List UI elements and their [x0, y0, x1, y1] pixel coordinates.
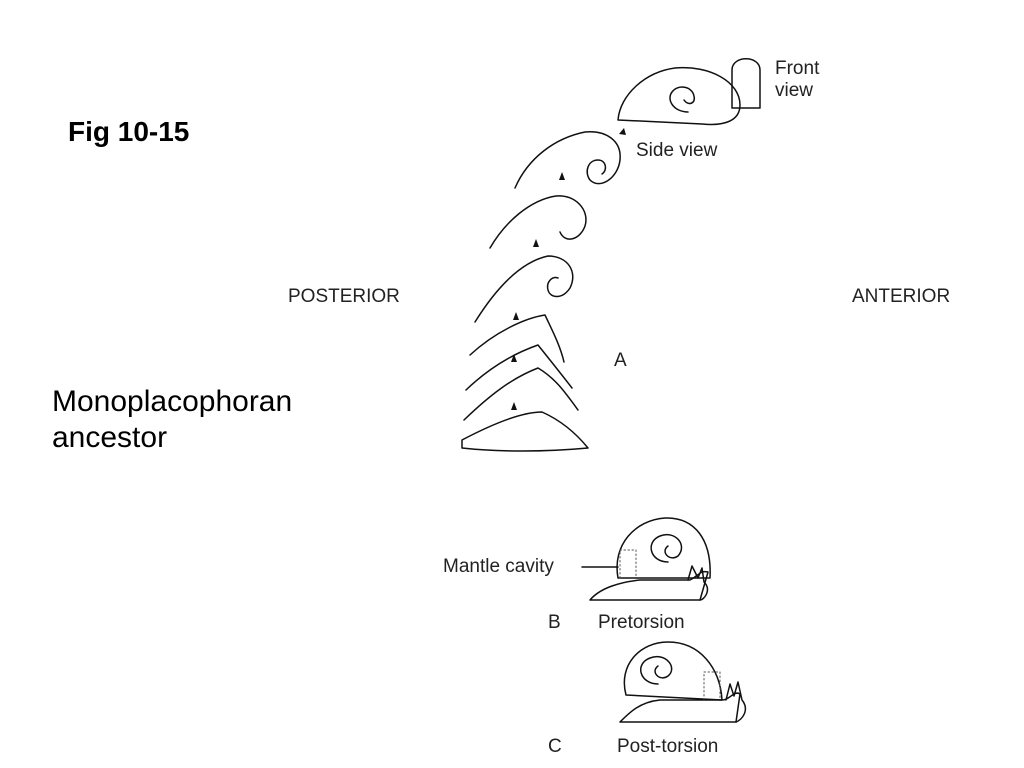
panel-b-label: B — [548, 612, 561, 633]
arrow-icon — [511, 402, 517, 410]
mantle-cavity-area — [619, 549, 637, 579]
arrow-icon — [619, 128, 626, 135]
shell-stage-2 — [463, 367, 579, 421]
shell-final-whorl — [669, 86, 696, 113]
arrow-icon — [559, 172, 565, 180]
pretorsion-snail — [581, 517, 711, 601]
shell-stage-3 — [465, 344, 573, 391]
shell-front-view — [731, 58, 761, 109]
post-torsion-label: Post-torsion — [617, 736, 719, 757]
shell-stage-1 — [461, 411, 589, 452]
post-torsion-body — [619, 692, 741, 723]
pretorsion-shell — [616, 517, 711, 579]
panel-c-label: C — [548, 736, 562, 757]
shell-stage-7 — [514, 131, 621, 189]
anterior-label: ANTERIOR — [852, 286, 951, 307]
pretorsion-label: Pretorsion — [598, 612, 685, 633]
arrow-icon — [533, 239, 539, 247]
post-torsion-whorl — [640, 655, 673, 685]
figure-title: Fig 10-15 — [68, 116, 190, 147]
pretorsion-head — [687, 565, 709, 601]
pretorsion-body — [589, 570, 709, 601]
front-view-label: Front view — [775, 58, 820, 101]
shell-stage-5 — [474, 255, 574, 323]
arrow-icon — [513, 312, 519, 320]
post-torsion-snail — [619, 641, 747, 723]
arrow-icon — [511, 354, 517, 362]
ancestor-label: Monoplacophoran ancestor — [52, 385, 293, 454]
shell-sequence — [461, 58, 761, 452]
panel-a-label: A — [614, 350, 627, 371]
mantle-cavity-label: Mantle cavity — [443, 556, 554, 577]
post-torsion-mantle — [703, 671, 721, 701]
posterior-label: POSTERIOR — [288, 286, 400, 307]
pretorsion-whorl — [650, 533, 683, 563]
shell-stage-6 — [489, 195, 587, 249]
shell-final-side-view — [617, 66, 741, 126]
shell-stage-4 — [469, 314, 565, 363]
side-view-label: Side view — [636, 140, 718, 161]
post-torsion-shell — [623, 641, 723, 701]
post-torsion-head — [725, 681, 747, 723]
